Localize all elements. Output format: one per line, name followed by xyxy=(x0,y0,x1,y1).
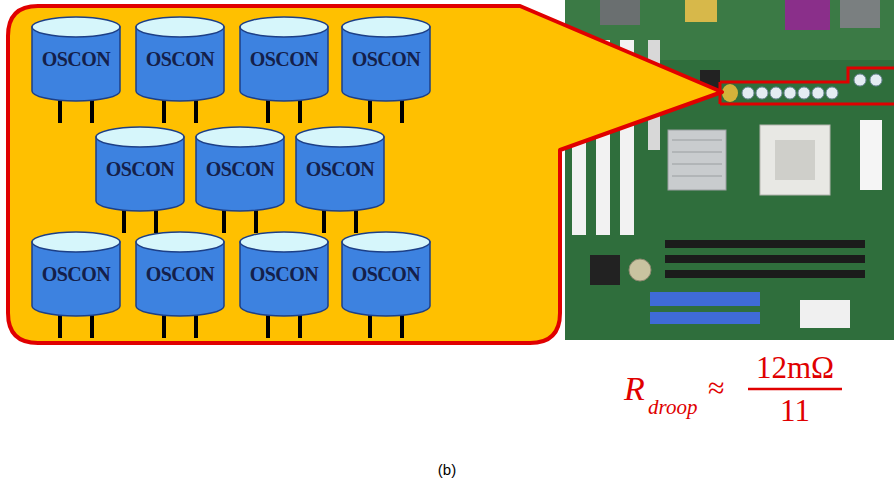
formula-denominator: 11 xyxy=(780,395,810,426)
capacitor-label: OSCON xyxy=(30,49,122,69)
io-connector xyxy=(600,0,640,25)
capacitor-top xyxy=(196,127,284,147)
cpu-socket-center xyxy=(775,140,815,180)
formula-operator: ≈ xyxy=(708,373,724,403)
capacitor-label: OSCON xyxy=(134,49,226,69)
capacitor-symbol xyxy=(134,230,226,340)
heatsink-fin xyxy=(672,164,722,165)
capacitor-node: OSCON xyxy=(294,125,386,235)
heatsink xyxy=(668,130,726,190)
formula-symbol: R xyxy=(624,372,645,406)
io-connector xyxy=(685,0,717,22)
capacitor-top xyxy=(296,127,384,147)
board-capacitor xyxy=(722,84,738,102)
formula-numerator: 12mΩ xyxy=(756,352,834,383)
capacitor-node: OSCON xyxy=(134,15,226,125)
capacitor-node: OSCON xyxy=(238,230,330,340)
capacitor-label: OSCON xyxy=(238,264,330,284)
capacitor-top xyxy=(96,127,184,147)
heatsink-fin xyxy=(672,140,722,141)
capacitor-symbol xyxy=(30,230,122,340)
capacitor-top xyxy=(240,17,328,37)
board-capacitor xyxy=(756,87,768,99)
board-capacitor xyxy=(854,74,866,86)
fraction-bar xyxy=(748,388,842,391)
capacitor-node: OSCON xyxy=(340,15,432,125)
capacitor-label: OSCON xyxy=(194,159,286,179)
capacitor-node: OSCON xyxy=(340,230,432,340)
capacitor-label: OSCON xyxy=(340,49,432,69)
cpu-socket xyxy=(760,125,830,195)
board-capacitor xyxy=(770,87,782,99)
atx-connector xyxy=(800,300,850,328)
capacitor-symbol xyxy=(340,15,432,125)
capacitor-label: OSCON xyxy=(238,49,330,69)
capacitor-symbol xyxy=(238,230,330,340)
capacitor-symbol xyxy=(340,230,432,340)
board-capacitor xyxy=(742,87,754,99)
capacitor-symbol xyxy=(294,125,386,235)
capacitor-node: OSCON xyxy=(238,15,330,125)
capacitor-top xyxy=(136,17,224,37)
callout-bubble xyxy=(8,6,722,343)
chip xyxy=(590,255,620,285)
ide-connector xyxy=(650,312,760,324)
capacitor-symbol xyxy=(94,125,186,235)
capacitor-node: OSCON xyxy=(30,15,122,125)
capacitor-node: OSCON xyxy=(134,230,226,340)
capacitor-top xyxy=(342,17,430,37)
capacitor-symbol xyxy=(238,15,330,125)
heatsink-fin xyxy=(672,176,722,177)
capacitor-top xyxy=(136,232,224,252)
capacitor-label: OSCON xyxy=(340,264,432,284)
capacitor-label: OSCON xyxy=(30,264,122,284)
board-capacitor xyxy=(826,87,838,99)
board-capacitor xyxy=(812,87,824,99)
capacitor-symbol xyxy=(194,125,286,235)
io-connector xyxy=(785,0,830,30)
battery xyxy=(629,259,651,281)
board-capacitor xyxy=(784,87,796,99)
capacitor-node: OSCON xyxy=(30,230,122,340)
capacitor-label: OSCON xyxy=(134,264,226,284)
board-capacitor xyxy=(798,87,810,99)
formula-subscript: droop xyxy=(648,397,697,418)
heatsink-fin xyxy=(672,152,722,153)
highlight-outline xyxy=(720,68,894,104)
io-connector xyxy=(840,0,880,28)
memory-slot xyxy=(665,240,865,248)
memory-slot xyxy=(665,270,865,278)
capacitor-top xyxy=(342,232,430,252)
capacitor-symbol xyxy=(30,15,122,125)
capacitor-label: OSCON xyxy=(94,159,186,179)
subfigure-label: (b) xyxy=(438,462,456,477)
capacitor-top xyxy=(240,232,328,252)
capacitor-top xyxy=(32,17,120,37)
capacitor-label: OSCON xyxy=(294,159,386,179)
capacitor-top xyxy=(32,232,120,252)
power-connector xyxy=(860,120,882,190)
capacitor-symbol xyxy=(134,15,226,125)
capacitor-node: OSCON xyxy=(94,125,186,235)
memory-slot xyxy=(665,255,865,263)
board-capacitor xyxy=(870,74,882,86)
ide-connector xyxy=(650,292,760,306)
capacitor-node: OSCON xyxy=(194,125,286,235)
